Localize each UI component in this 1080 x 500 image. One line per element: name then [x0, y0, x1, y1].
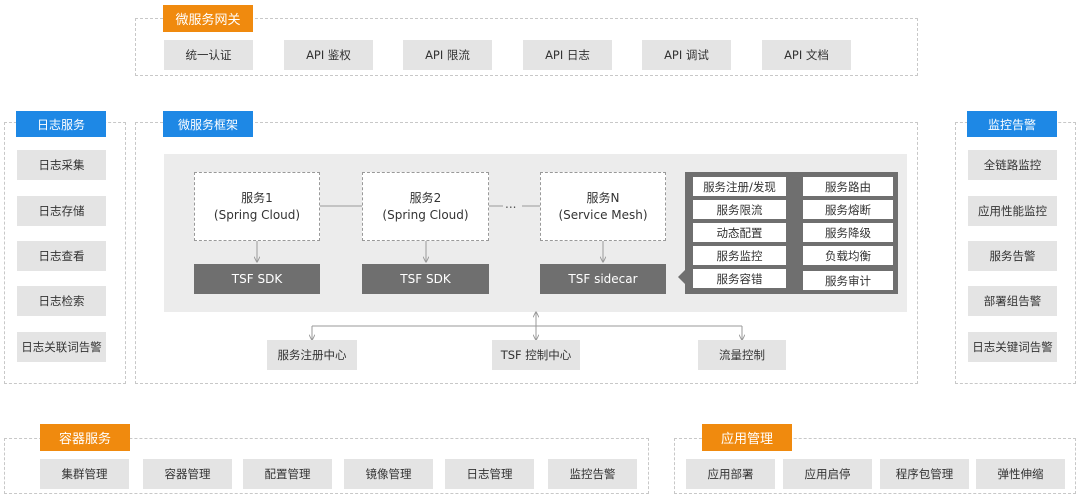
gateway-item: API 文档	[762, 40, 851, 70]
tsf-sdk-1: TSF SDK	[194, 264, 320, 294]
log-service-item: 日志存储	[17, 196, 106, 226]
gateway-item: 统一认证	[164, 40, 253, 70]
container-item: 配置管理	[243, 459, 332, 489]
monitor-item: 部署组告警	[968, 286, 1057, 316]
app-mgmt-item: 应用部署	[686, 459, 775, 489]
service-framework: (Spring Cloud)	[382, 207, 469, 222]
monitor-item: 服务告警	[968, 241, 1057, 271]
gateway-item: API 日志	[523, 40, 612, 70]
tsf-sidecar: TSF sidecar	[540, 264, 666, 294]
service-name: 服务2	[409, 190, 442, 205]
capability-item: 负载均衡	[803, 246, 893, 265]
container-item: 镜像管理	[344, 459, 433, 489]
gateway-item: API 限流	[403, 40, 492, 70]
capability-item: 服务熔断	[803, 200, 893, 219]
container-title: 容器服务	[40, 424, 130, 451]
container-item: 监控告警	[548, 459, 637, 489]
capability-item: 服务降级	[803, 223, 893, 242]
container-item: 容器管理	[143, 459, 232, 489]
services-ellipsis: ...	[505, 197, 517, 211]
monitor-item: 应用性能监控	[968, 196, 1057, 226]
log-service-item: 日志关联词告警	[17, 332, 106, 362]
log-service-title: 日志服务	[16, 111, 106, 137]
app-mgmt-item: 应用启停	[783, 459, 872, 489]
service-name: 服务1	[241, 190, 273, 205]
monitor-item: 日志关键词告警	[968, 332, 1057, 362]
capability-item: 服务审计	[803, 271, 893, 290]
tsf-sdk-2: TSF SDK	[362, 264, 489, 294]
monitor-title: 监控告警	[967, 111, 1057, 137]
traffic-control: 流量控制	[698, 340, 786, 370]
log-service-item: 日志检索	[17, 286, 106, 316]
framework-title: 微服务框架	[163, 111, 253, 137]
service-n-box: 服务N (Service Mesh)	[540, 172, 666, 241]
service-name: 服务N	[586, 190, 620, 205]
gateway-frame	[135, 18, 918, 76]
container-item: 集群管理	[40, 459, 129, 489]
log-service-item: 日志采集	[17, 150, 106, 180]
service-registry-center: 服务注册中心	[267, 340, 357, 370]
gateway-item: API 鉴权	[284, 40, 373, 70]
capability-item: 动态配置	[693, 223, 786, 242]
container-item: 日志管理	[445, 459, 534, 489]
app-mgmt-item: 程序包管理	[880, 459, 969, 489]
service-2-box: 服务2 (Spring Cloud)	[362, 172, 489, 241]
app-mgmt-item: 弹性伸缩	[976, 459, 1065, 489]
gateway-item: API 调试	[642, 40, 731, 70]
service-1-box: 服务1 (Spring Cloud)	[194, 172, 320, 241]
log-service-item: 日志查看	[17, 241, 106, 271]
app-mgmt-title: 应用管理	[702, 424, 792, 451]
container-frame	[4, 438, 649, 494]
app-mgmt-frame	[674, 438, 1076, 494]
capability-item: 服务注册/发现	[693, 177, 786, 196]
capability-item: 服务容错	[693, 269, 786, 288]
gateway-title: 微服务网关	[163, 5, 253, 32]
service-framework: (Spring Cloud)	[213, 207, 301, 222]
capability-item: 服务限流	[693, 200, 786, 219]
framework-frame	[135, 122, 918, 384]
monitor-item: 全链路监控	[968, 150, 1057, 180]
capability-item: 服务监控	[693, 246, 786, 265]
service-framework: (Service Mesh)	[558, 207, 648, 222]
capability-item: 服务路由	[803, 177, 893, 196]
tsf-control-center: TSF 控制中心	[492, 340, 580, 370]
